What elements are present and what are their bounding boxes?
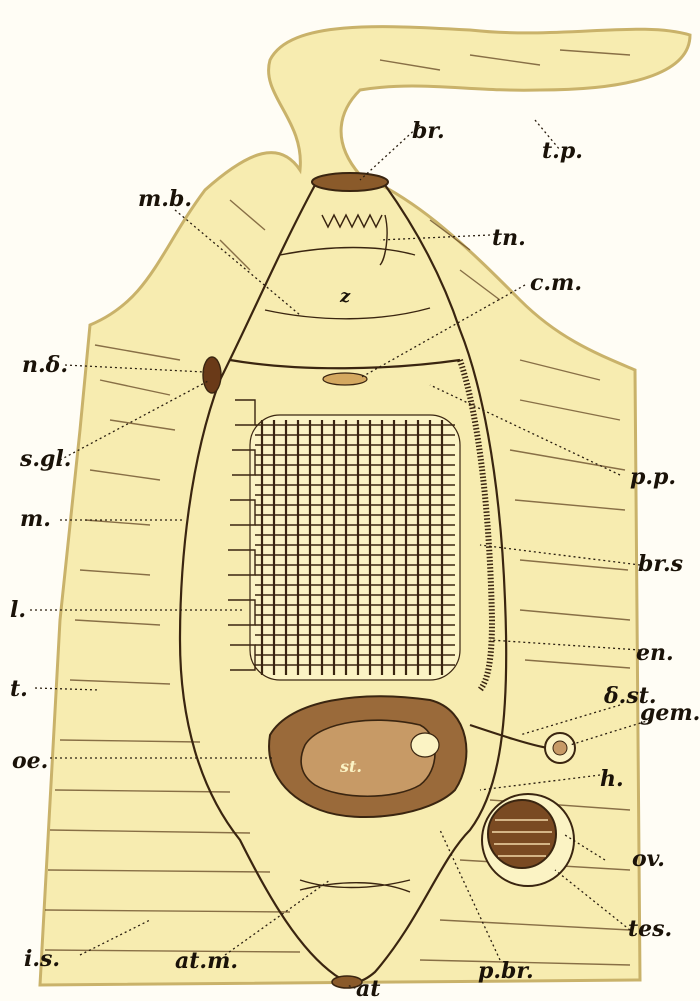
- branchial-sac: [250, 415, 460, 680]
- label-st: st.: [339, 757, 362, 776]
- neural-ganglion: [203, 357, 221, 393]
- label-ov: ov.: [632, 846, 665, 872]
- label-gem: gem.: [640, 700, 700, 726]
- stomach-inner: [301, 720, 435, 796]
- label-tes: tes.: [628, 916, 672, 942]
- label-h: h.: [600, 766, 624, 792]
- label-mb: m.b.: [138, 186, 192, 212]
- gemma-core: [553, 741, 567, 755]
- ovary: [488, 800, 556, 868]
- label-oe: oe.: [12, 748, 48, 774]
- label-z: z: [339, 286, 351, 307]
- label-l: l.: [10, 597, 26, 623]
- label-at: at: [356, 976, 380, 1001]
- label-cm: c.m.: [530, 270, 582, 296]
- label-pp: p.p.: [630, 464, 676, 490]
- label-sgl: s.gl.: [19, 446, 71, 472]
- label-t: t.: [10, 676, 28, 702]
- label-tp: t.p.: [542, 138, 583, 164]
- label-is: i.s.: [24, 946, 60, 972]
- label-nd: n.δ.: [22, 352, 68, 378]
- branchial-siphon: [312, 173, 388, 191]
- label-brs: br.s: [638, 551, 683, 577]
- stomach-lumen: [411, 733, 439, 757]
- label-br: br.: [412, 118, 445, 144]
- label-atm: at.m.: [175, 948, 238, 974]
- label-pbr: p.br.: [478, 958, 534, 984]
- label-en: en.: [636, 640, 674, 666]
- label-tn: tn.: [492, 225, 526, 251]
- ciliated-organ: [323, 373, 367, 385]
- label-m: m.: [20, 506, 51, 532]
